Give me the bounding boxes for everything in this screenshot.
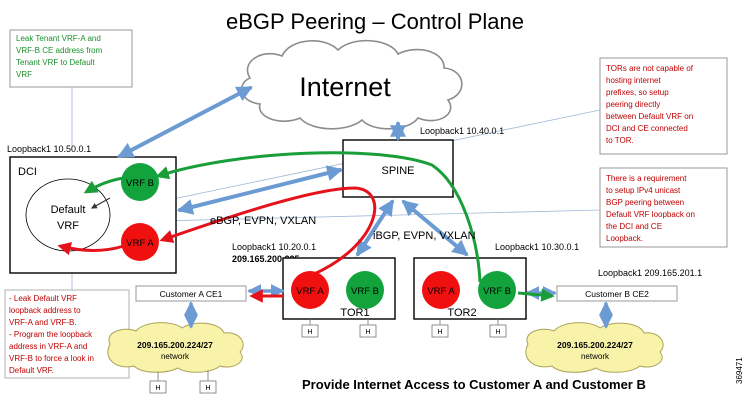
tor2-loopback-label: Loopback1 10.30.0.1 [495, 242, 579, 252]
spine-tor1-link [356, 199, 394, 257]
svg-text:network: network [161, 352, 190, 361]
customer-a-ce1: Customer A CE1 [135, 285, 247, 302]
dci-vrf-a: VRF A [121, 223, 159, 261]
green-route-path [155, 151, 482, 283]
red-route-path [159, 186, 377, 277]
blue-links [117, 86, 613, 329]
svg-text:There is a requirement t: There is a requirement to setup IPv4 uni… [606, 174, 697, 243]
green-ce2-arrow [517, 288, 555, 302]
tor1-loopback-label: Loopback1 10.20.0.1 [232, 242, 316, 252]
spine-loopback-label: Loopback1 10.40.0.1 [420, 126, 504, 136]
tor1-vrf-b: VRF B [346, 271, 384, 309]
tor1-loopback-ip: 209.165.200.225 [232, 254, 300, 264]
svg-text:VRF B: VRF B [126, 178, 154, 189]
svg-text:H: H [307, 329, 312, 336]
dci-vrf-b: VRF B [121, 163, 159, 201]
svg-text:VRF B: VRF B [483, 286, 511, 297]
ibgp-label: iBGP, EVPN, VXLAN [373, 230, 476, 242]
svg-text:H: H [495, 329, 500, 336]
svg-text:H: H [437, 329, 442, 336]
diagram-title: eBGP Peering – Control Plane [226, 9, 524, 34]
svg-text:Leak Tenant VRF-A and VR: Leak Tenant VRF-A and VRF-B CE address f… [16, 34, 104, 79]
svg-text:Customer A CE1: Customer A CE1 [160, 289, 223, 299]
svg-text:209.165.200.224/27: 209.165.200.224/27 [557, 340, 633, 350]
default-vrf-label-1: Default [51, 204, 86, 216]
note-ipv4-peering: There is a requirement to setup IPv4 uni… [599, 167, 728, 248]
svg-text:H: H [155, 385, 160, 392]
network-cloud-right: 209.165.200.224/27 network [525, 322, 664, 373]
svg-text:VRF A: VRF A [126, 238, 154, 249]
host-tor2-left: H [431, 319, 449, 338]
dci-internet-link [117, 86, 253, 158]
host-tor1-left: H [301, 319, 319, 338]
ebgp-label: eBGP, EVPN, VXLAN [210, 215, 316, 227]
spine-tor2-link [401, 199, 469, 257]
note-leak-default: - Leak Default VRF loopback address to V… [4, 289, 130, 379]
spine-label: SPINE [381, 165, 414, 177]
default-vrf-return-arrow [90, 197, 111, 209]
footer-caption: Provide Internet Access to Customer A an… [302, 377, 646, 392]
note-tor-limits: TORs are not capable of hosting internet… [599, 57, 728, 155]
svg-text:Customer B CE2: Customer B CE2 [585, 289, 649, 299]
svg-text:VRF B: VRF B [351, 286, 379, 297]
customer-b-ce2: Customer B CE2 [556, 285, 678, 302]
red-vrf-a-to-default [57, 242, 125, 256]
green-vrf-b-to-default [83, 176, 125, 194]
svg-text:TORs are not capable of: TORs are not capable of hosting internet… [606, 64, 695, 145]
host-net-left-2: H [199, 370, 217, 394]
svg-text:209.165.200.224/27: 209.165.200.224/27 [137, 340, 213, 350]
figure-id: 369471 [735, 357, 744, 384]
svg-text:VRF A: VRF A [296, 286, 324, 297]
svg-text:- Leak Default VRF loopb: - Leak Default VRF loopback address to V… [9, 294, 96, 375]
default-vrf-label-2: VRF [57, 220, 79, 232]
note-leak-tenant: Leak Tenant VRF-A and VRF-B CE address f… [9, 29, 133, 88]
svg-text:VRF A: VRF A [427, 286, 455, 297]
tor2-vrf-a: VRF A [422, 271, 460, 309]
ce2-loopback-label: Loopback1 209.165.201.1 [598, 268, 702, 278]
internet-cloud: Internet [240, 39, 463, 130]
host-tor1-right: H [359, 319, 377, 338]
host-net-left-1: H [149, 372, 167, 394]
network-cloud-left: 209.165.200.224/27 network [107, 322, 244, 373]
svg-text:network: network [581, 352, 610, 361]
dci-loopback-label: Loopback1 10.50.0.1 [7, 144, 91, 154]
dci-label: DCI [18, 166, 37, 178]
internet-label: Internet [299, 72, 391, 102]
dci-spine-link [176, 165, 344, 215]
tor1-label: TOR1 [340, 307, 369, 319]
tor1-vrf-a: VRF A [291, 271, 329, 309]
host-tor2-right: H [489, 319, 507, 338]
svg-text:H: H [365, 329, 370, 336]
svg-text:H: H [205, 385, 210, 392]
tor2-label: TOR2 [447, 307, 476, 319]
tor2-vrf-b: VRF B [478, 271, 516, 309]
